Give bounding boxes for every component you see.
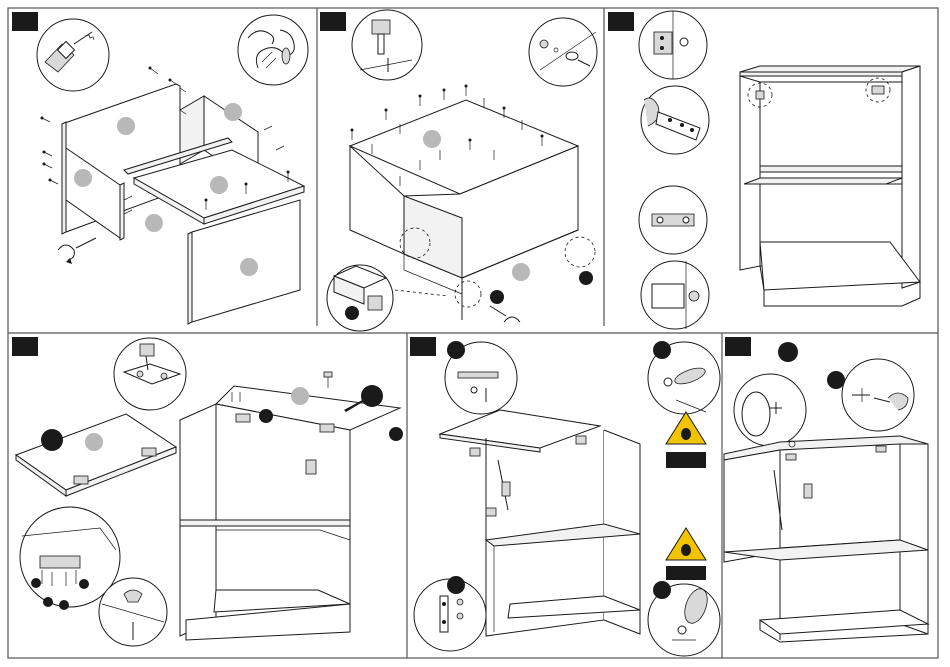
bracket-screw-icon — [680, 38, 688, 46]
hinge-icon — [236, 414, 250, 422]
step-6-panel — [724, 342, 928, 642]
wall-bracket-icon — [652, 284, 684, 308]
hardware-marker — [345, 306, 359, 320]
step-1-panel — [37, 15, 308, 324]
part-marker — [145, 214, 163, 232]
part-marker — [85, 433, 103, 451]
hardware-marker — [579, 271, 593, 285]
bracket-zoom-2 — [641, 86, 709, 154]
hinge-icon — [40, 556, 80, 568]
hardware-marker — [653, 581, 671, 599]
step-3-badge — [608, 12, 634, 31]
screw-icon — [457, 599, 463, 605]
hinge-icon — [142, 448, 156, 456]
knob-icon — [742, 392, 770, 436]
knob-zoom — [734, 374, 806, 446]
bracket-screw-icon — [689, 291, 699, 301]
bottom-shelf — [760, 242, 920, 290]
hinge-icon — [470, 448, 480, 456]
part-marker — [210, 176, 228, 194]
corner-zoom — [327, 265, 393, 331]
washer-screw-zoom — [529, 18, 597, 86]
gas-strut-icon — [458, 372, 498, 378]
step-5-badge — [410, 337, 436, 356]
door-bumper-icon — [324, 372, 332, 377]
hinge-zoom — [114, 338, 186, 410]
hardware-marker — [447, 576, 465, 594]
hardware-marker — [259, 409, 273, 423]
wall-bracket-icon — [654, 32, 672, 54]
part-marker — [224, 103, 242, 121]
bumper-zoom — [99, 578, 167, 646]
part-marker — [74, 169, 92, 187]
step-3-panel — [639, 11, 920, 329]
warning-icon — [666, 528, 706, 580]
rotate-arrow-icon — [490, 306, 520, 322]
screwdriver-icon — [140, 344, 154, 356]
hardware-marker — [41, 429, 63, 451]
bracket-zoom-4 — [641, 261, 709, 329]
bracket-zoom-3 — [639, 186, 707, 254]
dowel-insert-zoom — [238, 15, 308, 85]
hardware-marker — [389, 427, 403, 441]
step-6-badge — [725, 337, 751, 356]
step-4-panel — [16, 338, 403, 646]
hinge-icon — [74, 476, 88, 484]
step-2-badge — [320, 12, 346, 31]
part-marker — [291, 387, 309, 405]
step-4-badge — [12, 337, 38, 356]
cam-lock-icon — [368, 296, 382, 310]
hinge-icon — [786, 454, 796, 460]
part-marker — [117, 117, 135, 135]
part-marker — [423, 130, 441, 148]
step-5-panel — [414, 341, 720, 656]
hardware-marker — [778, 342, 798, 362]
warning-icon — [666, 412, 706, 468]
hinge-icon — [320, 424, 334, 432]
hardware-marker — [827, 371, 845, 389]
bracket-zoom-1 — [639, 11, 707, 79]
cabinet-top — [740, 66, 920, 72]
part-marker — [240, 258, 258, 276]
screwdriver-zoom — [842, 359, 914, 431]
hinge-icon — [576, 436, 586, 444]
washer-screw-icon — [566, 52, 578, 60]
part-marker — [512, 263, 530, 281]
hardware-marker — [447, 341, 465, 359]
rotate-arrow-icon — [58, 238, 96, 264]
hammer-icon — [372, 20, 390, 34]
hardware-marker — [490, 290, 504, 304]
dowel-insert-icon — [282, 48, 290, 64]
step-1-badge — [12, 12, 38, 31]
screwdriver-zoom — [37, 19, 109, 91]
hinge-icon — [876, 446, 886, 452]
door-panel — [724, 450, 780, 562]
door-bumper-icon — [124, 590, 142, 602]
hardware-marker — [653, 341, 671, 359]
hammer-zoom — [352, 10, 422, 80]
step-2-panel — [327, 10, 597, 331]
